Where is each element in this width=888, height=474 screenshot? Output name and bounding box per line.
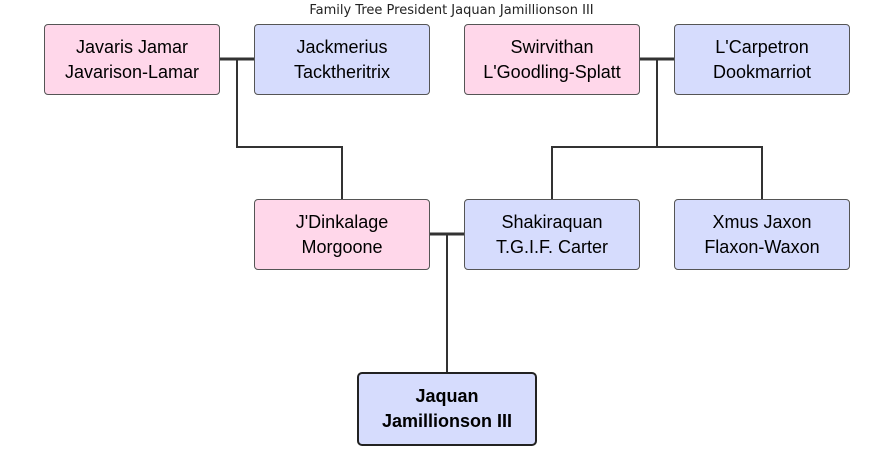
person-first-line: Jackmerius xyxy=(296,36,388,57)
person-box-shakiraquan: Shakiraquan T.G.I.F. Carter xyxy=(464,199,640,270)
person-second-line: L'Goodling-Splatt xyxy=(483,61,621,82)
person-box-jdinkalage: J'Dinkalage Morgoone xyxy=(254,199,430,270)
sibling-line-p6-p7 xyxy=(551,146,763,199)
person-box-jackmerius: Jackmerius Tacktheritrix xyxy=(254,24,430,95)
person-box-swirvithan: Swirvithan L'Goodling-Splatt xyxy=(464,24,640,95)
person-second-line: Morgoone xyxy=(301,236,383,257)
person-second-line: Jamillionson III xyxy=(381,411,513,431)
person-first-line: Shakiraquan xyxy=(501,211,603,232)
person-second-line: Javarison-Lamar xyxy=(64,61,200,82)
person-box-javaris: Javaris Jamar Javarison-Lamar xyxy=(44,24,220,95)
person-first-line: Jaquan xyxy=(415,386,479,406)
person-first-line: J'Dinkalage xyxy=(295,211,389,232)
person-box-xmus: Xmus Jaxon Flaxon-Waxon xyxy=(674,199,850,270)
person-second-line: T.G.I.F. Carter xyxy=(495,236,609,257)
person-second-line: Dookmarriot xyxy=(712,61,812,82)
descent-line-to-p5 xyxy=(236,59,343,199)
person-first-line: L'Carpetron xyxy=(715,36,809,57)
person-first-line: Xmus Jaxon xyxy=(712,211,812,232)
person-second-line: Tacktheritrix xyxy=(293,61,391,82)
person-box-jaquan-root: Jaquan Jamillionson III xyxy=(357,372,537,446)
person-box-lcarpetron: L'Carpetron Dookmarriot xyxy=(674,24,850,95)
person-second-line: Flaxon-Waxon xyxy=(704,236,820,257)
person-first-line: Javaris Jamar xyxy=(75,36,189,57)
person-first-line: Swirvithan xyxy=(510,36,594,57)
diagram-title: Family Tree President Jaquan Jamillionso… xyxy=(309,3,594,18)
